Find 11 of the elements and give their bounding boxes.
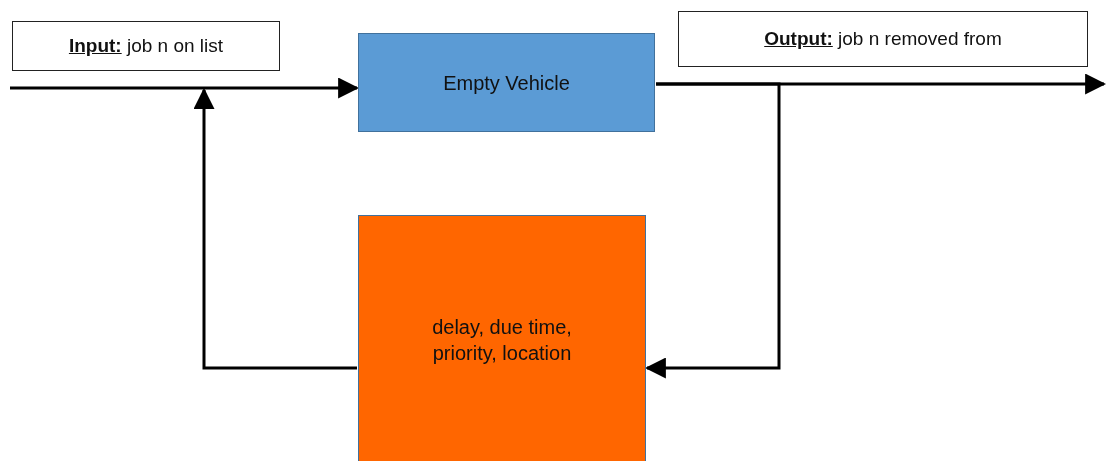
- arrow: [193, 87, 357, 370]
- node-label: Input: job n on list: [68, 33, 224, 58]
- arrow: [10, 77, 360, 99]
- node-label: Empty Vehicle: [443, 70, 570, 96]
- node-label: delay, due time, priority, location: [431, 315, 573, 366]
- process-box: [358, 33, 655, 132]
- process-box: [358, 215, 646, 461]
- node-label: Output: job n removed from: [764, 26, 1002, 51]
- input-label-box: [12, 21, 280, 71]
- output-label-box: [678, 11, 1088, 67]
- arrow: [644, 82, 781, 379]
